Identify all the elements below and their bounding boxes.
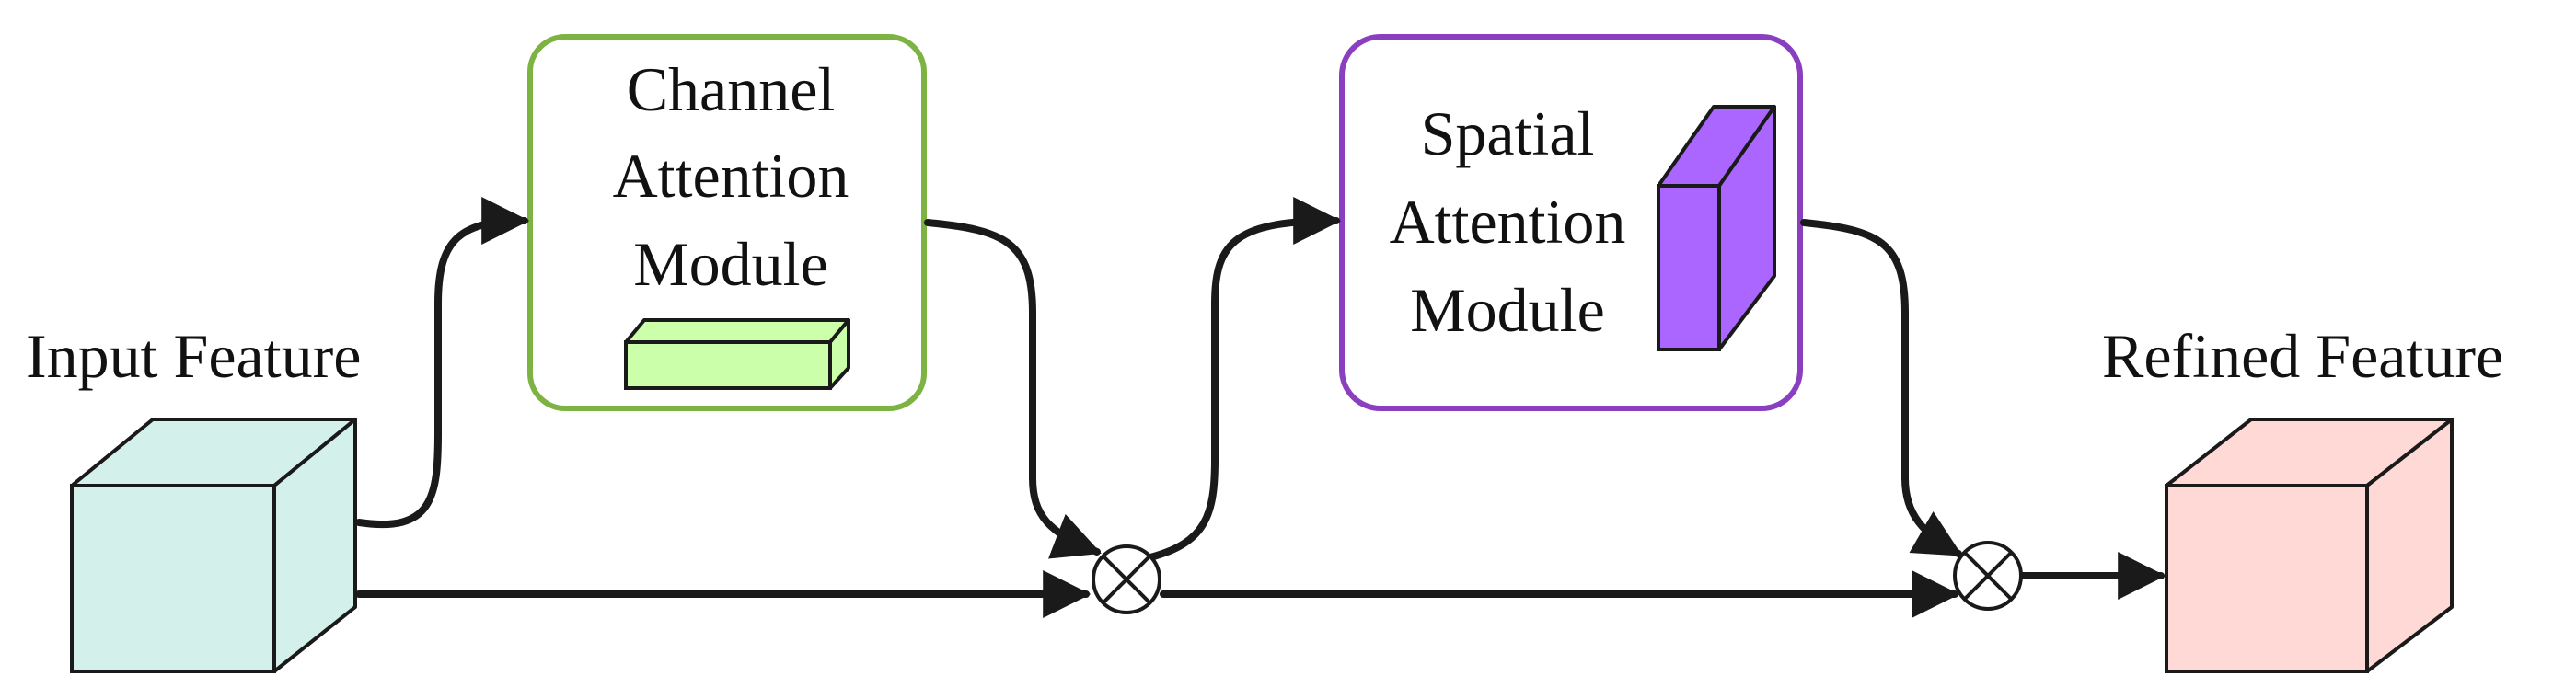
spatial-attention-module: Spatial Attention Module: [1339, 34, 1803, 411]
channel-module-line-2: Attention: [613, 141, 849, 211]
channel-attention-block: [624, 318, 850, 390]
input-feature-cube: [70, 418, 357, 673]
arrow-input-to-channel: [355, 197, 530, 529]
refined-feature-label: Refined Feature: [2102, 321, 2503, 391]
multiply-operator-1: [1092, 544, 1161, 614]
arrow-multiply-1-to-spatial: [1147, 197, 1342, 561]
output-cube-front: [2165, 484, 2369, 673]
spatial-module-line-3: Module: [1410, 275, 1605, 345]
spatial-attention-block: [1657, 105, 1776, 351]
multiply-operator-2: [1953, 541, 2023, 611]
channel-module-line-3: Module: [633, 229, 828, 299]
refined-feature-cube: [2165, 418, 2454, 673]
channel-module-line-1: Channel: [627, 54, 836, 124]
input-feature-label: Input Feature: [26, 321, 361, 391]
spatial-module-line-1: Spatial: [1421, 98, 1595, 168]
input-cube-front: [70, 484, 276, 673]
arrow-spatial-to-multiply-2: [1800, 219, 1963, 557]
spatial-module-line-2: Attention: [1390, 187, 1626, 257]
arrow-channel-to-multiply-1: [924, 219, 1102, 559]
connectors: [355, 197, 2166, 618]
channel-attention-module: Channel Attention Module: [527, 34, 927, 411]
